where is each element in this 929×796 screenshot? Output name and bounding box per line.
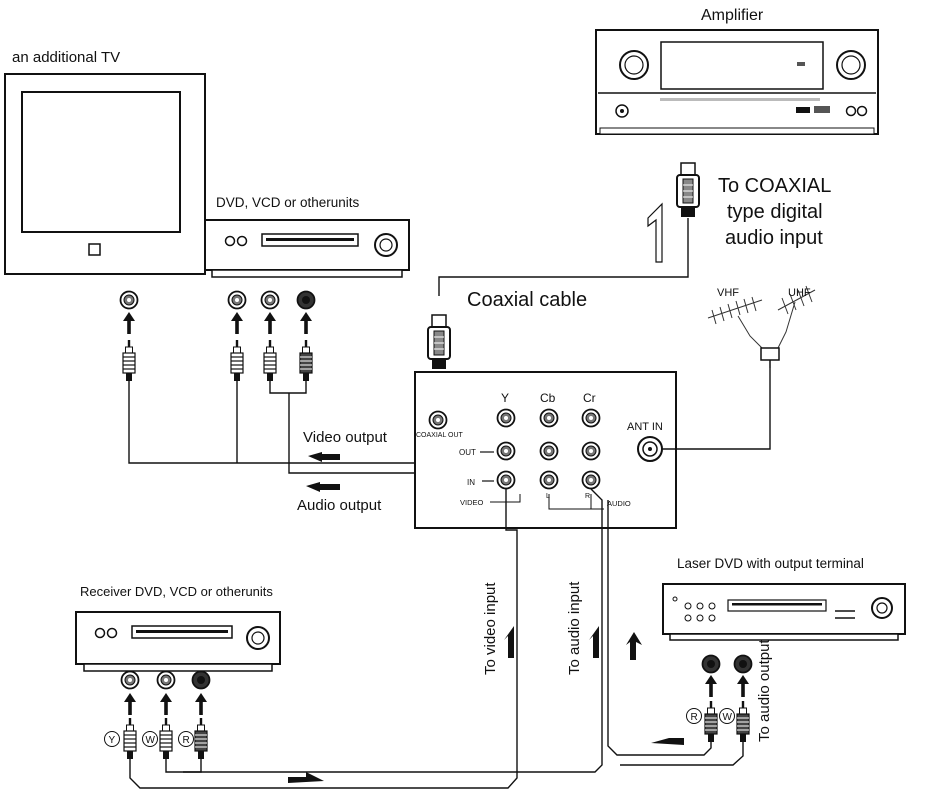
coaxial-cable	[438, 218, 689, 296]
y-jack	[496, 408, 516, 428]
arrow-icon	[705, 675, 717, 697]
svg-text:R: R	[691, 712, 698, 723]
arrow-icon	[651, 738, 684, 745]
arrow-icon	[647, 202, 663, 263]
audio-in-r-jack	[581, 470, 601, 490]
receiver-audio-l-jack	[156, 670, 176, 690]
tv-label: an additional TV	[12, 49, 120, 66]
laser-plug-mark-w: W	[719, 708, 735, 724]
panel-l-label: L	[546, 493, 550, 500]
coaxial-out-jack	[428, 410, 448, 430]
arrow-icon	[231, 312, 243, 334]
plug-mark-w: W	[142, 731, 158, 747]
dvd-top-label: DVD, VCD or otherunits	[216, 195, 360, 210]
arrow-icon	[737, 675, 749, 697]
svg-text:Y: Y	[109, 735, 116, 746]
coaxial-out-label: COAXIAL OUT	[416, 432, 464, 439]
to-coaxial-label-2: type digital	[727, 201, 823, 223]
dvd-video-jack	[227, 290, 247, 310]
panel-cb-label: Cb	[540, 391, 556, 405]
video-output-label: Video output	[303, 429, 388, 446]
rca-plug-icon	[123, 717, 137, 760]
audio-output-label: Audio output	[297, 497, 382, 514]
arrow-icon	[195, 693, 207, 715]
dvd-player-icon	[75, 611, 281, 672]
antenna-icon	[707, 285, 816, 368]
amplifier-icon	[595, 29, 879, 135]
coaxial-plug-icon	[676, 162, 700, 218]
uhf-label: UHF	[788, 287, 811, 299]
rca-plug-icon	[159, 717, 173, 760]
plug-mark-y: Y	[104, 731, 120, 747]
to-coaxial-label-1: To COAXIAL	[718, 175, 831, 197]
cb-jack	[539, 408, 559, 428]
dvd-audio-l-jack	[260, 290, 280, 310]
video-input-cable	[129, 488, 603, 789]
rca-plug-icon	[122, 339, 136, 382]
vhf-label: VHF	[717, 287, 739, 299]
laser-dvd-label: Laser DVD with output terminal	[677, 556, 864, 571]
rca-plug-icon	[736, 700, 750, 743]
receiver-label: Receiver DVD, VCD or otherunits	[80, 584, 273, 599]
tv-icon	[4, 73, 206, 275]
arrow-icon	[264, 312, 276, 334]
ant-in-label: ANT IN	[627, 421, 663, 433]
svg-text:W: W	[146, 735, 156, 746]
tv-video-jack	[119, 290, 139, 310]
dvd-audio-r-jack	[296, 290, 316, 310]
coaxial-plug-icon	[427, 314, 451, 370]
audio-out-l-jack	[539, 441, 559, 461]
arrow-icon	[626, 632, 642, 660]
audio-input-cable	[607, 500, 744, 766]
panel-y-label: Y	[501, 391, 509, 405]
laser-dvd-icon	[662, 583, 906, 641]
laser-audio-r-jack	[701, 654, 721, 674]
rca-plug-icon	[263, 339, 277, 382]
arrow-icon	[306, 482, 340, 492]
arrow-icon	[160, 693, 172, 715]
cr-jack	[581, 408, 601, 428]
to-audio-input-label: To audio input	[566, 581, 583, 675]
antenna-cable	[662, 368, 771, 450]
arrow-icon	[504, 626, 514, 658]
arrow-icon	[300, 312, 312, 334]
to-video-input-label: To video input	[482, 582, 499, 675]
arrow-icon	[123, 312, 135, 334]
to-audio-output-label: To audio output	[756, 639, 773, 742]
video-in-jack	[496, 470, 516, 490]
laser-audio-l-jack	[733, 654, 753, 674]
rca-plug-icon	[704, 700, 718, 743]
rca-plug-icon	[299, 339, 313, 382]
svg-text:R: R	[183, 735, 190, 746]
arrow-icon	[288, 772, 324, 783]
arrow-icon	[124, 693, 136, 715]
audio-out-r-jack	[581, 441, 601, 461]
rca-plug-icon	[230, 339, 244, 382]
dvd-player-top	[204, 219, 410, 278]
audio-in-l-jack	[539, 470, 559, 490]
amplifier-label: Amplifier	[701, 7, 764, 24]
rca-plug-icon	[194, 717, 208, 760]
panel-in-label: IN	[467, 478, 475, 487]
arrow-icon	[308, 452, 340, 462]
receiver-audio-r-jack	[191, 670, 211, 690]
to-coaxial-label-3: audio input	[725, 227, 823, 249]
arrow-icon	[589, 626, 599, 658]
panel-r-label: R	[585, 493, 590, 500]
ant-in-jack	[637, 436, 663, 462]
coaxial-cable-label: Coaxial cable	[467, 289, 587, 311]
panel-audio-label: AUDIO	[607, 499, 631, 508]
svg-text:W: W	[723, 712, 733, 723]
receiver-video-jack	[120, 670, 140, 690]
panel-cr-label: Cr	[583, 391, 596, 405]
plug-mark-r: R	[178, 731, 194, 747]
panel-out-label: OUT	[459, 448, 476, 457]
video-out-jack	[496, 441, 516, 461]
panel-video-label: VIDEO	[460, 498, 484, 507]
laser-plug-mark-r: R	[686, 708, 702, 724]
